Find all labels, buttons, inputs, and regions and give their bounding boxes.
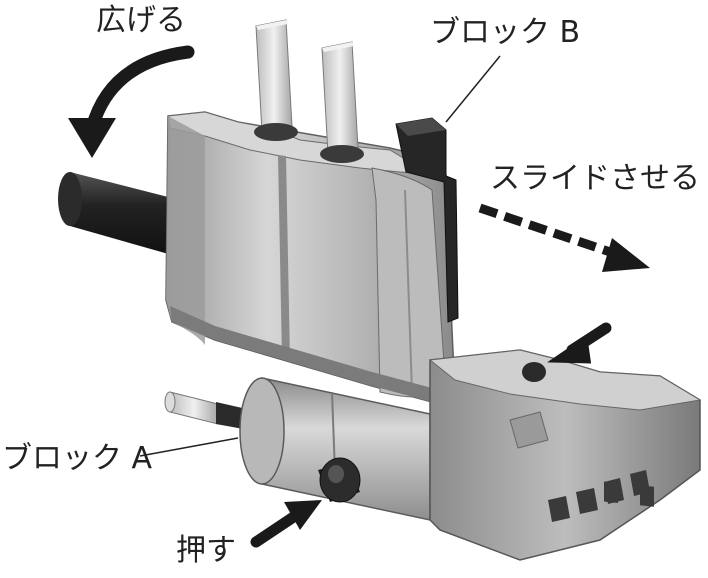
label-block-b: ブロック B [430,15,581,50]
push-arrow-icon [250,500,322,548]
block-a-cylinder [239,377,431,521]
label-push: 押す [176,533,236,568]
block-b-rod [58,172,172,255]
block-b-clip [395,117,459,323]
label-block-a: ブロック A [2,441,153,476]
arrow-icon [547,322,612,364]
block-a-socket [428,349,702,561]
block-a-leader-line [139,437,239,457]
push-button [318,457,361,503]
dashed-arrow-icon [478,203,650,272]
block-b-prong-left [254,19,298,141]
block-b-prong-right [320,41,364,163]
block-b-leader-line [445,55,501,123]
label-spread: 広げる [96,3,186,38]
block-a [164,349,702,561]
curved-arrow-icon [68,45,195,158]
label-slide: スライドさせる [490,161,700,196]
